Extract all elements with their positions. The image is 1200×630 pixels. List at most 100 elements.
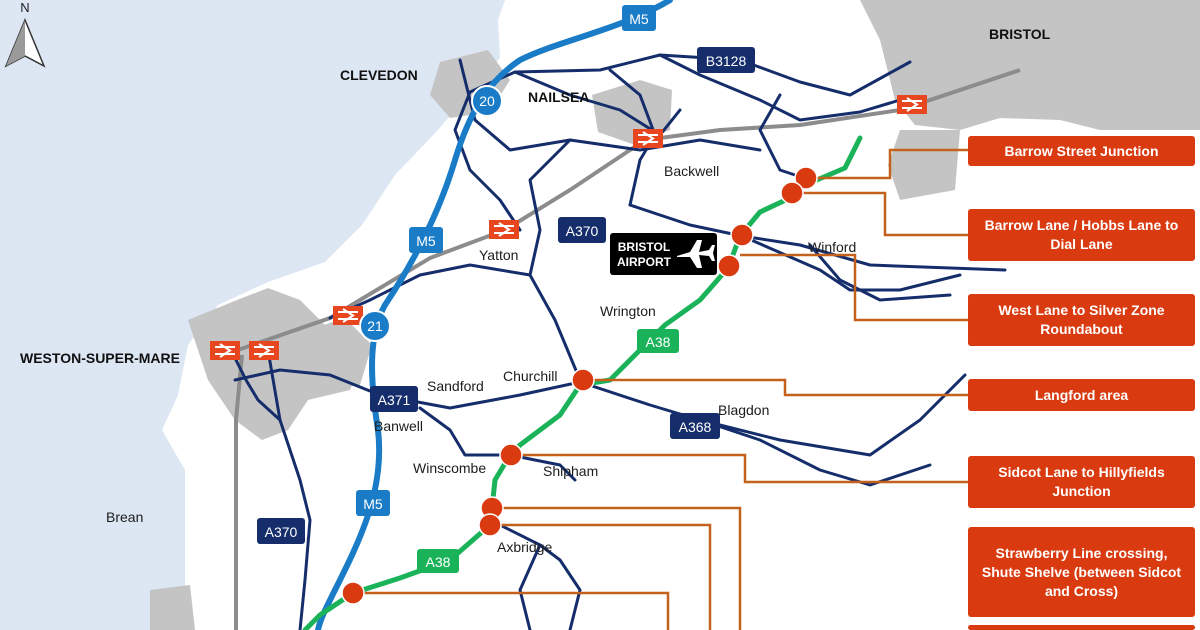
callout-partial-bottom: [968, 625, 1195, 630]
road-a370-south: [266, 348, 312, 630]
rail-icon-symbol: [902, 97, 922, 112]
m5-shield-bg: [409, 227, 443, 253]
rail-stations: [210, 95, 927, 360]
leader-south: [353, 591, 670, 630]
a370-shield-south: A370: [257, 518, 305, 544]
a370-shield-bg: [558, 217, 606, 243]
a368-shield: A368: [670, 413, 720, 439]
rail-station-icon: [489, 220, 519, 239]
rail-station-icon: [633, 129, 663, 148]
place-label-backwell: Backwell: [664, 163, 719, 179]
callout-barrow-lane-hobbs-lane[interactable]: Barrow Lane / Hobbs Lane to Dial Lane: [968, 209, 1195, 261]
leader-axbridge: [492, 523, 712, 630]
a38-shield-label: A38: [426, 554, 451, 570]
north-arrow-shade: [6, 20, 25, 66]
axbridge-urban-area: [150, 585, 195, 630]
rail-icon-bg: [633, 129, 663, 148]
airplane-icon: [677, 240, 715, 268]
junction-21-bg: [359, 310, 391, 342]
callout-strawberry-line-crossing[interactable]: Strawberry Line crossing, Shute Shelve (…: [968, 527, 1195, 617]
a38-shield-label: A38: [646, 334, 671, 350]
place-label-blagdon: Blagdon: [718, 402, 769, 418]
town-label-weston: WESTON-SUPER-MARE: [20, 350, 180, 366]
place-label-banwell: Banwell: [374, 418, 423, 434]
north-arrow: N: [4, 0, 46, 68]
town-label-bristol: BRISTOL: [989, 26, 1051, 42]
rail-station-icon: [897, 95, 927, 114]
road-winford-south: [808, 243, 952, 302]
rail-icon-bg: [897, 95, 927, 114]
callout-sidcot-lane-hillyfields[interactable]: Sidcot Lane to Hillyfields Junction: [968, 456, 1195, 508]
place-label-brean: Brean: [106, 509, 143, 525]
road-shipham: [508, 453, 577, 482]
b3128-shield-bg: [697, 47, 755, 73]
bristol-urban-area: [860, 0, 1200, 130]
m5-shield-bg: [622, 5, 656, 31]
airport-badge-bg: [610, 233, 717, 275]
m5-shield-bottom: M5: [356, 490, 390, 516]
leader-strawberry: [492, 506, 742, 630]
airport-label-line2: AIRPORT: [617, 255, 672, 269]
road-a368: [578, 373, 967, 457]
m5-shield-label: M5: [363, 496, 383, 512]
leader-west-lane: [740, 253, 968, 322]
a370-shield-north: A370: [558, 217, 606, 243]
marker-south[interactable]: [341, 581, 365, 605]
rail-icon-symbol: [215, 343, 235, 358]
m5-shield-label: M5: [416, 233, 436, 249]
callout-west-lane-silver-zone[interactable]: West Lane to Silver Zone Roundabout: [968, 294, 1195, 346]
road-axbridge-branch: [518, 543, 542, 630]
road-axbridge-south: [488, 518, 582, 630]
scheme-markers: [341, 166, 818, 605]
leader-barrow-lane: [792, 191, 968, 237]
place-label-shipham: Shipham: [543, 463, 598, 479]
north-label: N: [20, 0, 29, 15]
place-label-wrington: Wrington: [600, 303, 656, 319]
place-label-churchill: Churchill: [503, 368, 557, 384]
bristol-airport-badge[interactable]: BRISTOL AIRPORT: [610, 233, 717, 275]
marker-barrow-street[interactable]: [794, 166, 818, 190]
town-label-clevedon: CLEVEDON: [340, 67, 418, 83]
road-blagdon-south: [698, 418, 932, 487]
marker-langford[interactable]: [571, 368, 595, 392]
a38-shield-north: A38: [637, 329, 679, 353]
airport-label-line1: BRISTOL: [618, 240, 670, 254]
sandford-urban-area: [308, 318, 372, 390]
bristol-urban-edge: [888, 130, 960, 200]
rail-icon-symbol: [494, 222, 514, 237]
marker-airport-north[interactable]: [730, 223, 754, 247]
a370-shield-label: A370: [265, 524, 298, 540]
marker-barrow-lane[interactable]: [780, 181, 804, 205]
b3128-shield-label: B3128: [706, 53, 747, 69]
a38-shield-bg: [637, 329, 679, 353]
brean-coast: [0, 540, 150, 630]
a368-shield-label: A368: [679, 419, 712, 435]
road-airport: [628, 203, 1007, 272]
rail-station-icon: [249, 341, 279, 360]
leader-lines: [353, 148, 968, 630]
m5-shield-label: M5: [629, 11, 649, 27]
town-label-nailsea: NAILSEA: [528, 89, 589, 105]
marker-west-lane[interactable]: [717, 254, 741, 278]
a368-shield-bg: [670, 413, 720, 439]
m5-shield-mid: M5: [409, 227, 443, 253]
rail-branch-line: [234, 354, 244, 630]
place-label-winford: Winford: [808, 239, 856, 255]
road-weston-loop: [230, 350, 282, 422]
a371-shield-label: A371: [378, 392, 411, 408]
weston-urban-area: [188, 288, 362, 440]
leader-sidcot: [511, 453, 968, 484]
rail-main-line: [231, 68, 1021, 354]
callout-langford-area[interactable]: Langford area: [968, 379, 1195, 411]
road-yatton-north: [453, 90, 522, 232]
rail-icon-symbol: [638, 131, 658, 146]
place-label-sandford: Sandford: [427, 378, 484, 394]
rail-station-icon: [333, 306, 363, 325]
callout-barrow-street-junction[interactable]: Barrow Street Junction: [968, 136, 1195, 166]
road-winford: [740, 234, 962, 292]
marker-sidcot[interactable]: [499, 443, 523, 467]
junction-20-bg: [471, 85, 503, 117]
marker-axbridge[interactable]: [478, 513, 502, 537]
road-nailsea-loop: [513, 70, 682, 137]
b3128-shield: B3128: [697, 47, 755, 73]
